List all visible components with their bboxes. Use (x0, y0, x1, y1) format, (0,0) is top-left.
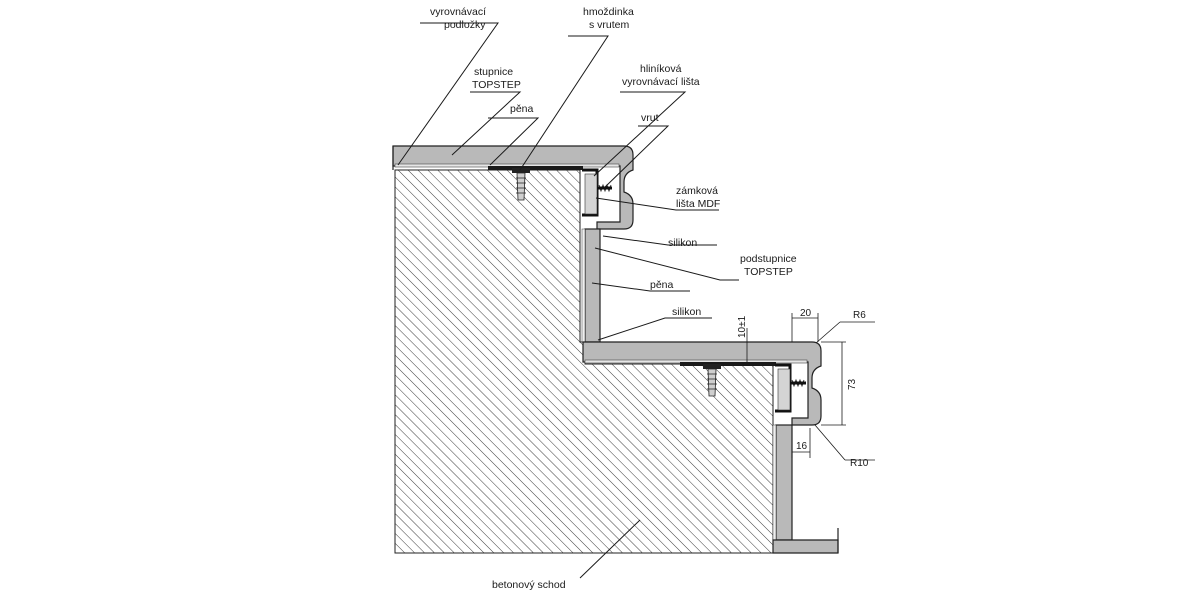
lower-screw (790, 378, 806, 388)
dimension-labels: 20 R6 10±1 73 16 R10 (737, 308, 869, 469)
label-screw: vrut (641, 112, 659, 124)
lower-alu-bracket (775, 363, 792, 413)
label-leveling-pads-2: podložky (444, 19, 486, 31)
upper-tread (392, 145, 634, 230)
label-tread-2: TOPSTEP (472, 79, 521, 91)
lower-riser (772, 424, 793, 541)
lower-dowel (703, 364, 721, 397)
upper-dowel (512, 168, 530, 201)
upper-riser (581, 228, 601, 343)
label-foam-top: pěna (510, 103, 534, 115)
dim-10: 10±1 (737, 315, 748, 338)
label-concrete: betonový schod (492, 579, 566, 591)
label-foam-mid: pěna (650, 279, 674, 291)
dim-r6: R6 (853, 310, 866, 321)
upper-foam-strip (488, 166, 583, 170)
label-alu-1: hliníková (640, 63, 682, 75)
label-dowel-1: hmoždinka (583, 6, 634, 18)
leader-lines (397, 22, 739, 579)
label-riser-1: podstupnice (740, 253, 797, 265)
dim-20: 20 (800, 308, 812, 319)
label-silicone-low: silikon (672, 306, 701, 318)
lower-foam-strip (680, 362, 776, 366)
label-leveling-pads-1: vyrovnávací (430, 6, 486, 18)
component-labels: vyrovnávací podložky hmoždinka s vrutem … (430, 6, 797, 591)
label-mdf-1: zámková (676, 185, 718, 197)
label-dowel-2: s vrutem (589, 19, 630, 31)
dimension-lines (746, 313, 875, 461)
label-riser-2: TOPSTEP (744, 266, 793, 278)
label-tread-1: stupnice (474, 66, 513, 78)
lower-tread (582, 341, 822, 426)
upper-alu-bracket (582, 168, 599, 217)
label-mdf-2: lišta MDF (676, 198, 720, 210)
label-alu-2: vyrovnávací lišta (622, 76, 700, 88)
label-silicone-top: silikon (668, 237, 697, 249)
dim-r10: R10 (850, 458, 869, 469)
dim-16: 16 (796, 441, 808, 452)
dim-73: 73 (847, 378, 858, 390)
next-tread-stub (772, 528, 839, 554)
